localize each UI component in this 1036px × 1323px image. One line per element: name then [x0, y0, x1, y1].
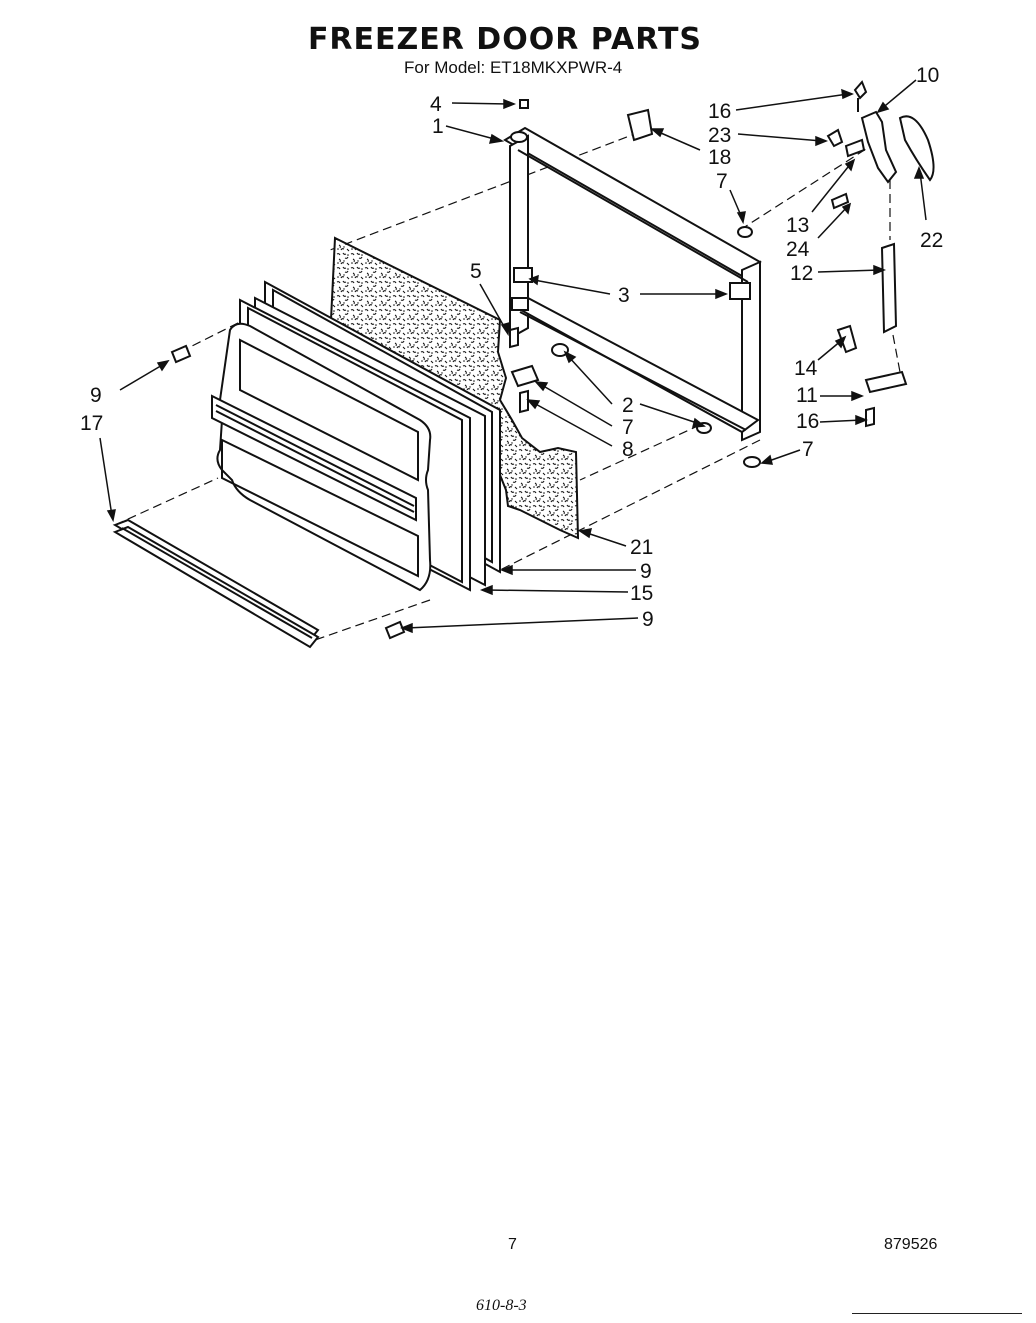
- callout-labels: 4 1 16 10 23 18 7 13 24 22 12 5 3 14 11 …: [80, 64, 943, 631]
- callout-1: 1: [432, 115, 444, 138]
- door-liner-tray: [211, 322, 432, 592]
- callout-11: 11: [796, 384, 818, 407]
- callout-17: 17: [80, 412, 103, 435]
- callout-18: 18: [708, 146, 731, 169]
- hinge-assembly: [170, 80, 935, 640]
- callout-4: 7: [622, 416, 634, 439]
- callout-5: 8: [622, 438, 634, 461]
- page-title: FREEZER DOOR PARTS: [307, 22, 703, 57]
- callout-14: 14: [794, 357, 818, 380]
- callout-9-bottom: 9: [642, 608, 654, 631]
- callout-24: 24: [786, 238, 810, 261]
- assembly-lines: [114, 131, 901, 641]
- callout-22: 22: [920, 229, 943, 252]
- callout-3: 3: [618, 284, 630, 307]
- callout-6-top: 4: [430, 93, 442, 116]
- footer-rule: [852, 1313, 1022, 1314]
- callout-6-mid: 5: [470, 260, 482, 283]
- callout-16-top: 16: [708, 100, 731, 123]
- model-subtitle: For Model: ET18MKXPWR-4: [404, 58, 623, 77]
- callout-13: 13: [786, 214, 809, 237]
- callout-23: 23: [708, 124, 731, 147]
- callout-7-bottom: 7: [802, 438, 814, 461]
- callout-7-top: 7: [716, 170, 728, 193]
- callout-21: 21: [630, 536, 653, 559]
- leader-arrows: [99, 79, 927, 634]
- callout-15: 15: [630, 582, 653, 605]
- handwritten-note: 610-8-3: [476, 1297, 527, 1314]
- callout-10: 10: [916, 64, 939, 87]
- callout-2: 2: [622, 394, 634, 417]
- document-number: 879526: [884, 1236, 938, 1253]
- gasket-pad: [626, 108, 654, 142]
- callout-16-bottom: 16: [796, 410, 819, 433]
- door-liner-frame: [503, 126, 762, 442]
- door-shelf-bar: [112, 518, 320, 649]
- callout-8: 9: [640, 560, 652, 583]
- callout-12: 12: [790, 262, 813, 285]
- page-number: 7: [508, 1236, 517, 1253]
- callout-9-left: 9: [90, 384, 102, 407]
